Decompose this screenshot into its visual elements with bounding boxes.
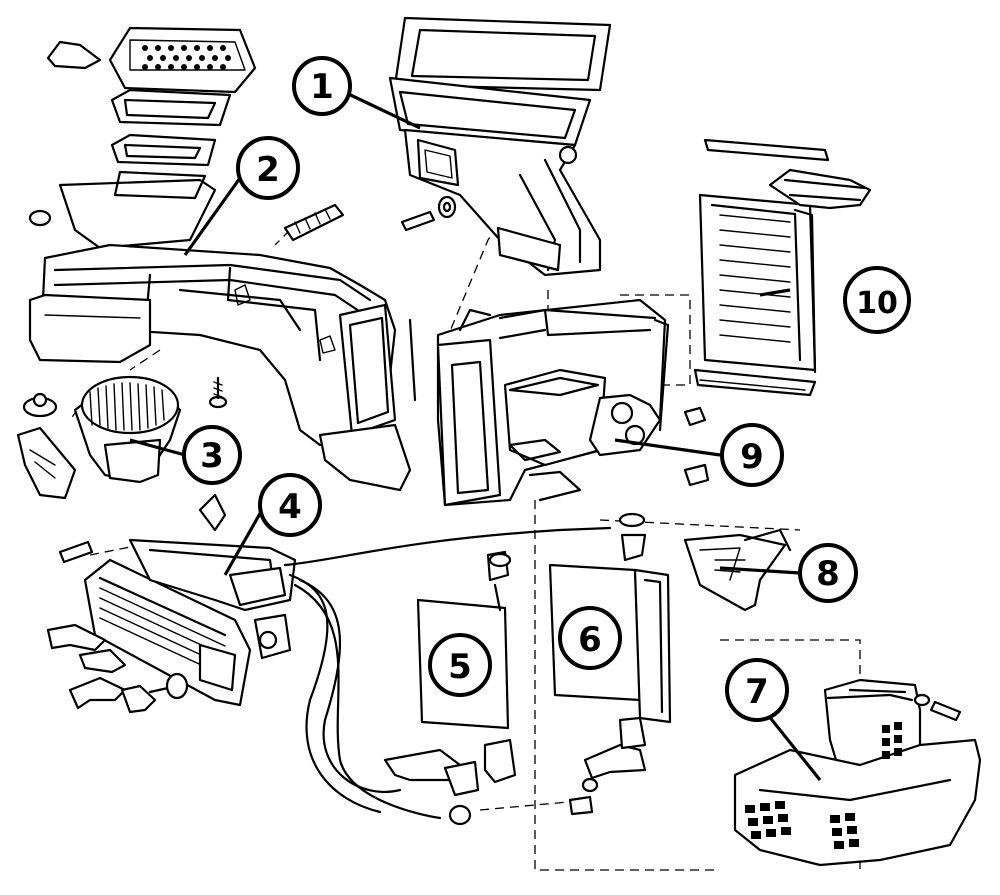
blower-motor: [22, 375, 182, 484]
vent-outlet: [733, 678, 982, 867]
control-cables: [283, 526, 612, 820]
callout-2-label: 2: [256, 150, 280, 190]
callout-8: 8: [798, 543, 858, 603]
callout-10-label: 10: [856, 286, 898, 321]
callout-3: 3: [182, 425, 242, 485]
housing-screw: [208, 318, 417, 409]
callout-3-label: 3: [200, 436, 224, 476]
callout-4-label: 4: [278, 487, 302, 527]
callout-2: 2: [236, 136, 300, 200]
upper-air-duct: [388, 16, 612, 277]
air-inlet-filter: [46, 26, 257, 167]
callout-5-label: 5: [448, 647, 472, 687]
flap-levers: [383, 716, 647, 826]
housing-bolt: [28, 203, 345, 242]
callout-1: 1: [292, 56, 352, 116]
callout-7: 7: [725, 658, 789, 722]
callout-1-label: 1: [310, 67, 334, 107]
callout-8-label: 8: [816, 554, 840, 594]
heater-core-box: [436, 298, 710, 507]
control-knobs: [46, 540, 189, 714]
callout-6: 6: [558, 606, 622, 670]
callout-6-label: 6: [578, 620, 602, 660]
blower-resistor: [16, 426, 77, 500]
callout-9-label: 9: [740, 437, 764, 477]
duct-screw: [400, 195, 457, 232]
heater-control-panel: [83, 493, 297, 707]
vent-screw: [913, 693, 962, 722]
callout-10: 10: [843, 266, 911, 334]
main-heater-housing: [28, 170, 412, 492]
heater-core: [693, 138, 872, 397]
callout-7-label: 7: [745, 672, 769, 712]
callout-4: 4: [258, 473, 322, 537]
callout-9: 9: [720, 423, 784, 487]
callout-5: 5: [428, 633, 492, 697]
